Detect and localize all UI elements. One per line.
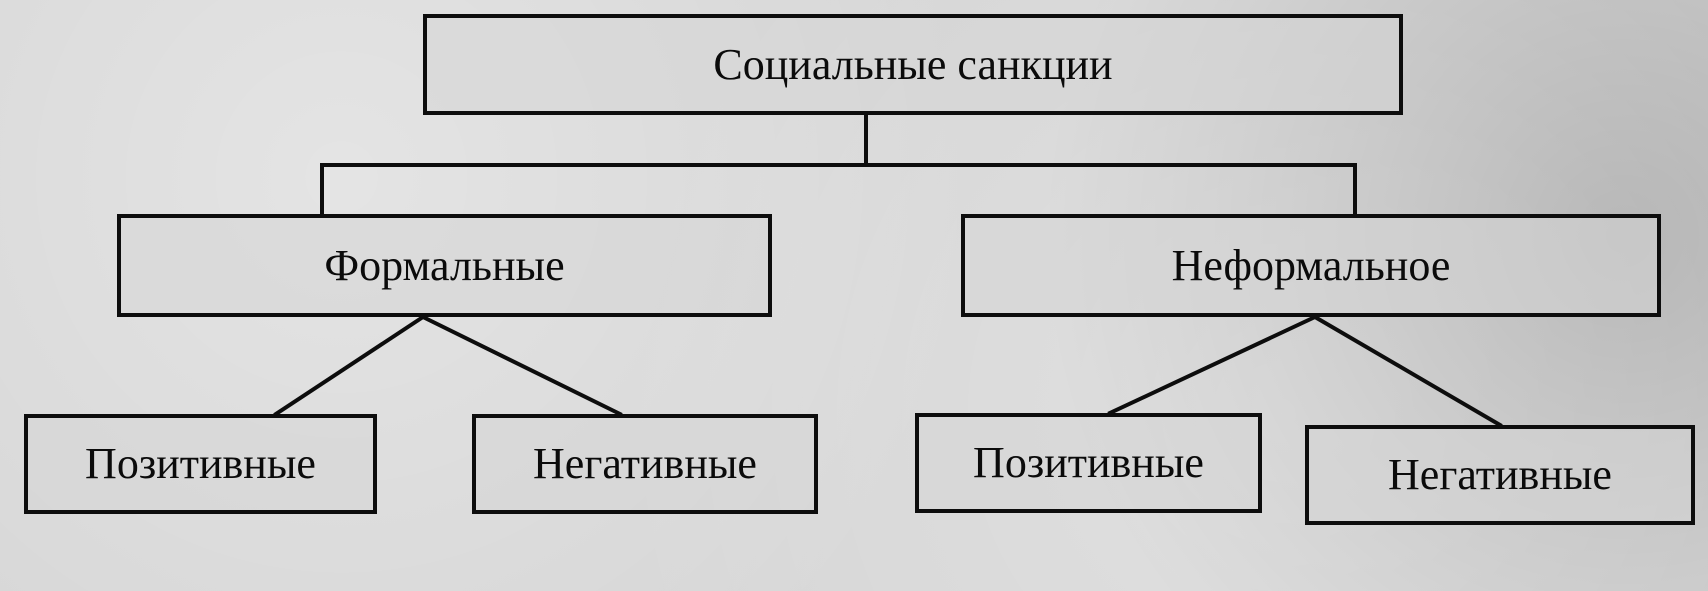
formal-sanctions-label: Формальные — [324, 240, 565, 290]
informal-sanctions-node: Неформальное — [961, 214, 1661, 317]
right-branch-to-positive-line — [1107, 314, 1318, 416]
formal-negative-node: Негативные — [472, 414, 818, 514]
informal-positive-label: Позитивные — [973, 438, 1204, 487]
root-node-label: Социальные санкции — [713, 39, 1113, 89]
formal-positive-label: Позитивные — [85, 439, 316, 488]
formal-sanctions-node: Формальные — [117, 214, 772, 317]
informal-negative-node: Негативные — [1305, 425, 1695, 525]
left-branch-to-negative-line — [420, 314, 623, 417]
informal-sanctions-label: Неформальное — [1171, 240, 1451, 290]
formal-positive-node: Позитивные — [24, 414, 377, 514]
informal-positive-node: Позитивные — [915, 413, 1262, 513]
left-branch-to-positive-line — [273, 314, 426, 417]
formal-negative-label: Негативные — [533, 439, 757, 488]
informal-negative-label: Негативные — [1388, 450, 1612, 499]
right-branch-to-negative-line — [1312, 314, 1503, 428]
root-node: Социальные санкции — [423, 14, 1403, 115]
